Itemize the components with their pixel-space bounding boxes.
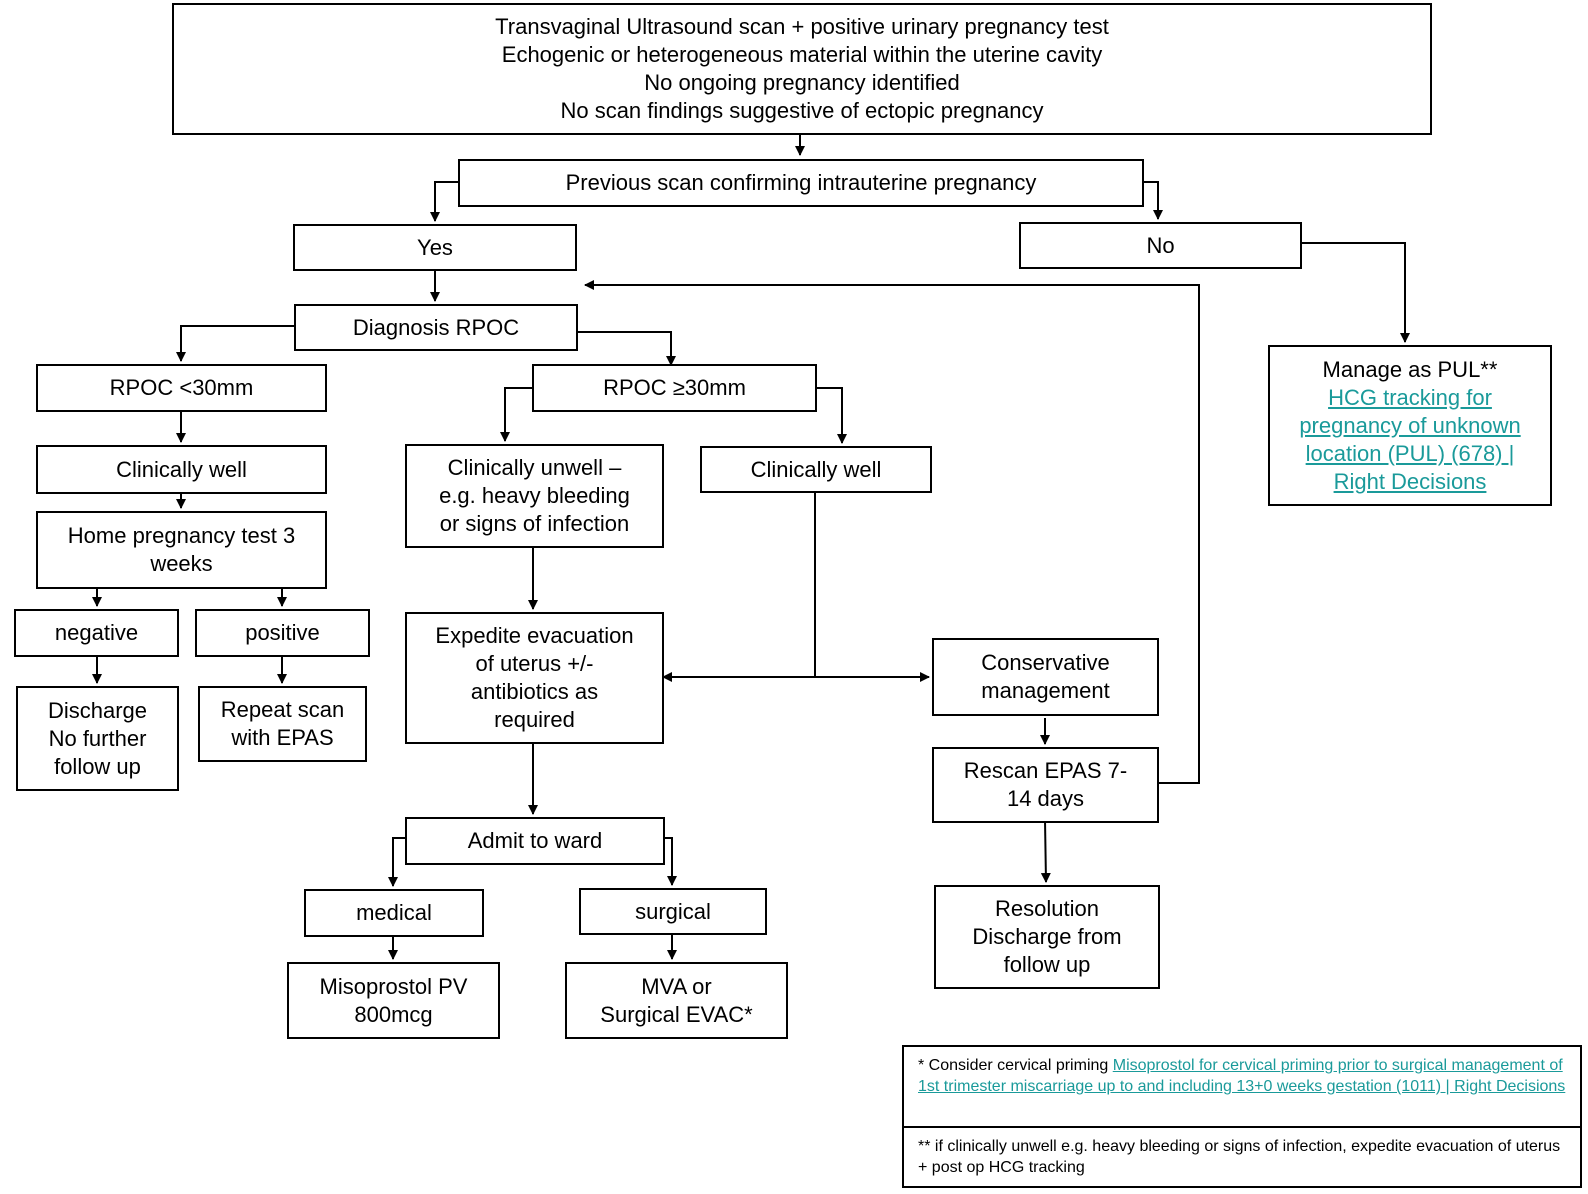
positive-label: positive bbox=[245, 620, 320, 645]
repeat-scan-line: Repeat scan bbox=[220, 697, 345, 722]
previous-scan-box: Previous scan confirming intrauterine pr… bbox=[458, 159, 1144, 207]
misoprostol-line: Misoprostol PV bbox=[319, 973, 468, 999]
misoprostol-priming-link[interactable]: Misoprostol for cervical priming prior t… bbox=[918, 1057, 1566, 1095]
clinically-well-label: Clinically well bbox=[750, 456, 882, 482]
resolution-line: Discharge from bbox=[972, 924, 1122, 949]
resolution-line: Resolution bbox=[995, 896, 1099, 921]
expedite-line: antibiotics as bbox=[470, 679, 599, 704]
no-label: No bbox=[1146, 232, 1175, 258]
footnote-cervical-priming: * Consider cervical priming Misoprostol … bbox=[902, 1045, 1582, 1128]
footnote1-prefix: * Consider cervical priming bbox=[918, 1057, 1113, 1074]
pul-link-line[interactable]: HCG tracking for bbox=[1328, 384, 1492, 410]
discharge-line: No further bbox=[48, 725, 147, 751]
expedite-line: required bbox=[494, 707, 575, 732]
surgical-box: surgical bbox=[579, 888, 767, 935]
unwell-line: or signs of infection bbox=[439, 511, 630, 536]
yes-box: Yes bbox=[293, 224, 577, 271]
initial-findings-box: Transvaginal Ultrasound scan + positive … bbox=[172, 3, 1432, 135]
rpoc-under-30mm-box: RPOC <30mm bbox=[36, 364, 327, 412]
footnote2-text: ** if clinically unwell e.g. heavy bleed… bbox=[918, 1138, 1561, 1176]
unwell-line: Clinically unwell – bbox=[447, 455, 622, 480]
home-pregnancy-test-box: Home pregnancy test 3 weeks bbox=[36, 511, 327, 589]
discharge-line: follow up bbox=[54, 753, 141, 779]
admit-label: Admit to ward bbox=[467, 828, 603, 853]
clinically-well-mid-box: Clinically well bbox=[700, 446, 932, 493]
conservative-line: Conservative bbox=[981, 650, 1110, 675]
pul-link-line[interactable]: pregnancy of unknown bbox=[1299, 412, 1521, 438]
repeat-scan-line: with EPAS bbox=[231, 725, 334, 750]
expedite-line: Expedite evacuation bbox=[435, 623, 634, 648]
rescan-epas-box: Rescan EPAS 7- 14 days bbox=[932, 747, 1159, 823]
misoprostol-line: 800mcg bbox=[354, 1001, 433, 1027]
previous-scan-label: Previous scan confirming intrauterine pr… bbox=[565, 170, 1037, 195]
admit-to-ward-box: Admit to ward bbox=[405, 817, 665, 865]
unwell-line: e.g. heavy bleeding bbox=[439, 483, 630, 508]
positive-box: positive bbox=[195, 609, 370, 657]
no-box: No bbox=[1019, 222, 1302, 269]
pul-link-line[interactable]: location (PUL) (678) | bbox=[1305, 440, 1515, 466]
mva-line: MVA or bbox=[641, 973, 712, 999]
repeat-scan-box: Repeat scan with EPAS bbox=[198, 686, 367, 762]
clinically-unwell-box: Clinically unwell – e.g. heavy bleeding … bbox=[405, 444, 664, 548]
diagnosis-rpoc-box: Diagnosis RPOC bbox=[294, 304, 578, 351]
conservative-management-box: Conservative management bbox=[932, 638, 1159, 716]
misoprostol-box: Misoprostol PV 800mcg bbox=[287, 962, 500, 1039]
discharge-box: Discharge No further follow up bbox=[16, 686, 179, 791]
discharge-line: Discharge bbox=[47, 697, 148, 723]
rescan-line: Rescan EPAS 7- bbox=[963, 758, 1128, 783]
expedite-line: of uterus +/- bbox=[475, 651, 594, 676]
conservative-line: management bbox=[981, 678, 1110, 703]
finding-line: No scan findings suggestive of ectopic p… bbox=[560, 98, 1044, 123]
manage-as-pul-box: Manage as PUL** HCG tracking for pregnan… bbox=[1268, 345, 1552, 506]
resolution-box: Resolution Discharge from follow up bbox=[934, 885, 1160, 989]
rescan-line: 14 days bbox=[1006, 786, 1085, 811]
rpoc-small-label: RPOC <30mm bbox=[109, 375, 254, 400]
pul-title: Manage as PUL** bbox=[1322, 356, 1498, 382]
finding-line: Echogenic or heterogeneous material with… bbox=[501, 42, 1103, 67]
medical-label: medical bbox=[356, 900, 432, 925]
clinically-well-left-box: Clinically well bbox=[36, 445, 327, 494]
rpoc-large-label: RPOC ≥30mm bbox=[603, 375, 746, 400]
negative-box: negative bbox=[14, 609, 179, 657]
expedite-evacuation-box: Expedite evacuation of uterus +/- antibi… bbox=[405, 612, 664, 744]
finding-line: Transvaginal Ultrasound scan + positive … bbox=[495, 14, 1109, 39]
home-test-label: Home pregnancy test 3 weeks bbox=[67, 523, 296, 576]
medical-box: medical bbox=[304, 889, 484, 937]
footnote-clinically-unwell: ** if clinically unwell e.g. heavy bleed… bbox=[902, 1126, 1582, 1188]
surgical-label: surgical bbox=[635, 898, 711, 924]
clinically-well-label: Clinically well bbox=[116, 456, 247, 482]
negative-label: negative bbox=[54, 620, 139, 645]
rpoc-over-30mm-box: RPOC ≥30mm bbox=[532, 364, 817, 412]
diagnosis-label: Diagnosis RPOC bbox=[352, 314, 520, 340]
mva-box: MVA or Surgical EVAC* bbox=[565, 962, 788, 1039]
finding-line: No ongoing pregnancy identified bbox=[644, 70, 960, 95]
resolution-line: follow up bbox=[1003, 952, 1091, 977]
mva-line: Surgical EVAC* bbox=[600, 1001, 753, 1027]
pul-link-line[interactable]: Right Decisions bbox=[1333, 468, 1487, 494]
yes-label: Yes bbox=[417, 234, 453, 260]
